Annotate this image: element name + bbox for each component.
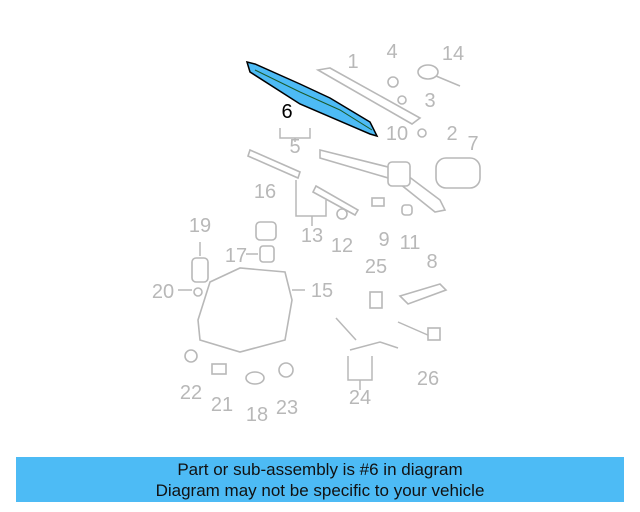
label-14: 14: [442, 43, 464, 65]
part-11: [401, 204, 413, 216]
part-16: [255, 221, 277, 241]
part-17: [259, 245, 275, 263]
label-21: 21: [211, 394, 233, 416]
label-19: 19: [189, 215, 211, 237]
label-22: 22: [180, 382, 202, 404]
rod-2: [311, 184, 360, 217]
label-2: 2: [446, 123, 457, 145]
part-9: [371, 197, 385, 207]
parts-diagram: 1 2 3 4 5 6 7 8 9 10 11 12 13 14 15 16 1…: [152, 41, 481, 426]
part-26: [397, 321, 431, 337]
banner-line-2: Diagram may not be specific to your vehi…: [155, 481, 485, 500]
label-20: 20: [152, 281, 174, 303]
part-23: [278, 362, 294, 378]
part-4: [387, 76, 399, 88]
part-20: [193, 287, 203, 297]
wiper-blade-highlighted[interactable]: [245, 60, 379, 138]
part-25: [369, 291, 383, 309]
part-8: [398, 283, 448, 305]
washer-pump: [191, 257, 209, 283]
label-13: 13: [301, 225, 323, 247]
part-12: [336, 208, 348, 220]
part-3: [397, 95, 407, 105]
washer-reservoir: [197, 267, 293, 353]
label-18: 18: [246, 404, 268, 426]
label-12: 12: [331, 235, 353, 257]
rod: [247, 148, 301, 180]
part-2: [417, 128, 427, 138]
label-8: 8: [426, 251, 437, 273]
label-9: 9: [378, 229, 389, 251]
part-21: [211, 363, 227, 375]
label-7: 7: [467, 133, 478, 155]
wiper-arm: [315, 67, 422, 125]
label-10: 10: [386, 123, 408, 145]
part-26-connector: [427, 327, 441, 341]
label-16: 16: [254, 181, 276, 203]
part-22: [184, 349, 198, 363]
label-5: 5: [289, 136, 300, 158]
label-17: 17: [225, 245, 247, 267]
label-23: 23: [276, 397, 298, 419]
label-3: 3: [424, 90, 435, 112]
banner-line-1: Part or sub-assembly is #6 in diagram: [177, 460, 463, 479]
label-1: 1: [347, 51, 358, 73]
part-10: [387, 161, 411, 187]
wiper-motor: [435, 157, 481, 189]
label-11: 11: [400, 232, 421, 254]
label-6[interactable]: 6: [281, 101, 292, 123]
label-26: 26: [417, 368, 439, 390]
part-18: [245, 371, 265, 385]
label-4: 4: [386, 41, 397, 63]
label-25: 25: [365, 256, 387, 278]
label-15: 15: [311, 280, 333, 302]
part-14: [417, 64, 439, 80]
info-banner: Part or sub-assembly is #6 in diagram Di…: [16, 457, 624, 502]
hose: [335, 317, 399, 351]
label-24: 24: [349, 387, 371, 409]
